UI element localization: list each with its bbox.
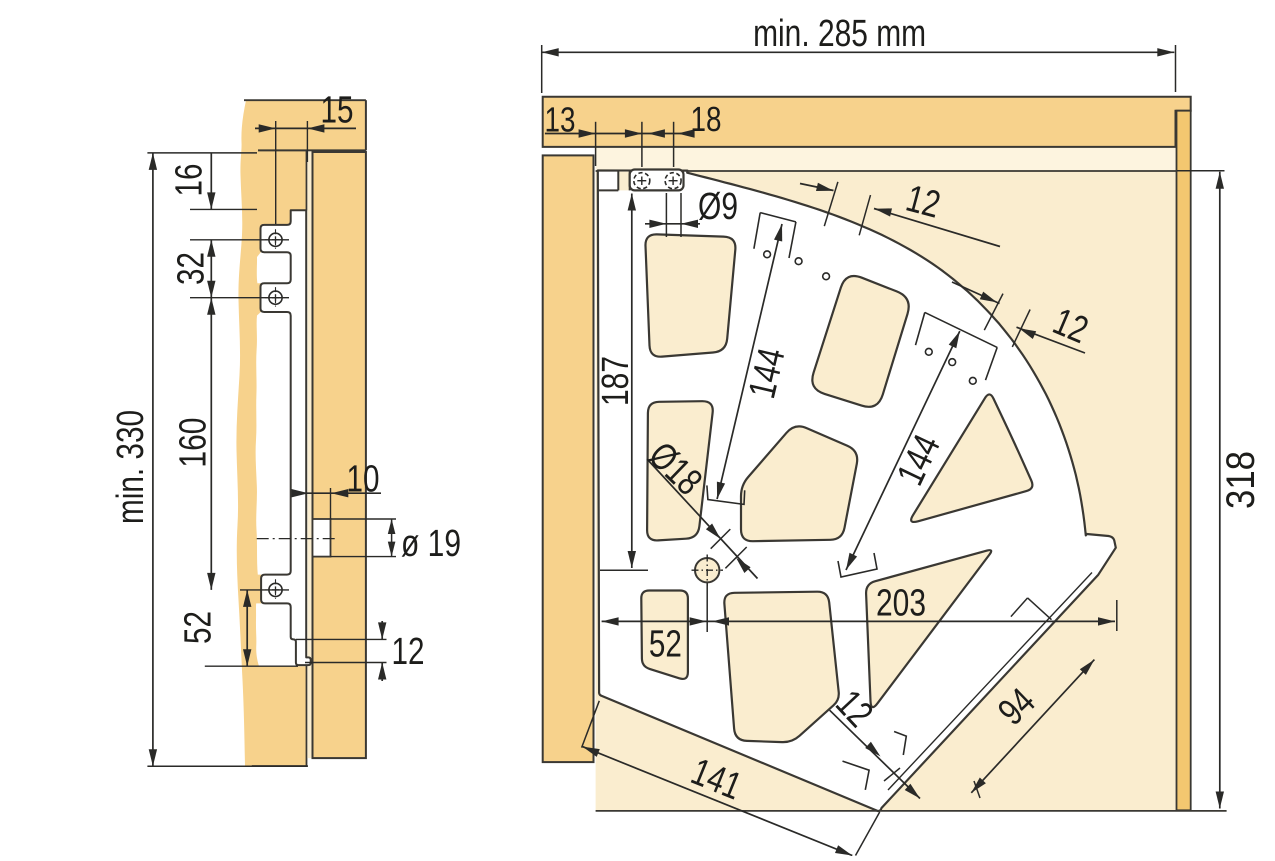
svg-text:318: 318 [1219, 451, 1263, 509]
svg-text:12: 12 [392, 631, 425, 673]
svg-text:32: 32 [171, 252, 213, 285]
svg-text:52: 52 [649, 623, 682, 665]
svg-text:187: 187 [595, 356, 637, 406]
svg-text:15: 15 [321, 89, 354, 131]
svg-text:10: 10 [347, 459, 380, 501]
svg-text:Ø9: Ø9 [698, 186, 738, 228]
svg-text:18: 18 [691, 100, 722, 139]
svg-text:160: 160 [173, 418, 215, 468]
svg-text:203: 203 [876, 583, 926, 625]
svg-text:ø 19: ø 19 [401, 523, 461, 565]
svg-text:min. 330: min. 330 [110, 410, 152, 524]
svg-text:52: 52 [178, 611, 220, 644]
svg-text:16: 16 [169, 164, 211, 197]
svg-text:13: 13 [545, 101, 576, 140]
svg-text:min. 285 mm: min. 285 mm [753, 13, 926, 55]
